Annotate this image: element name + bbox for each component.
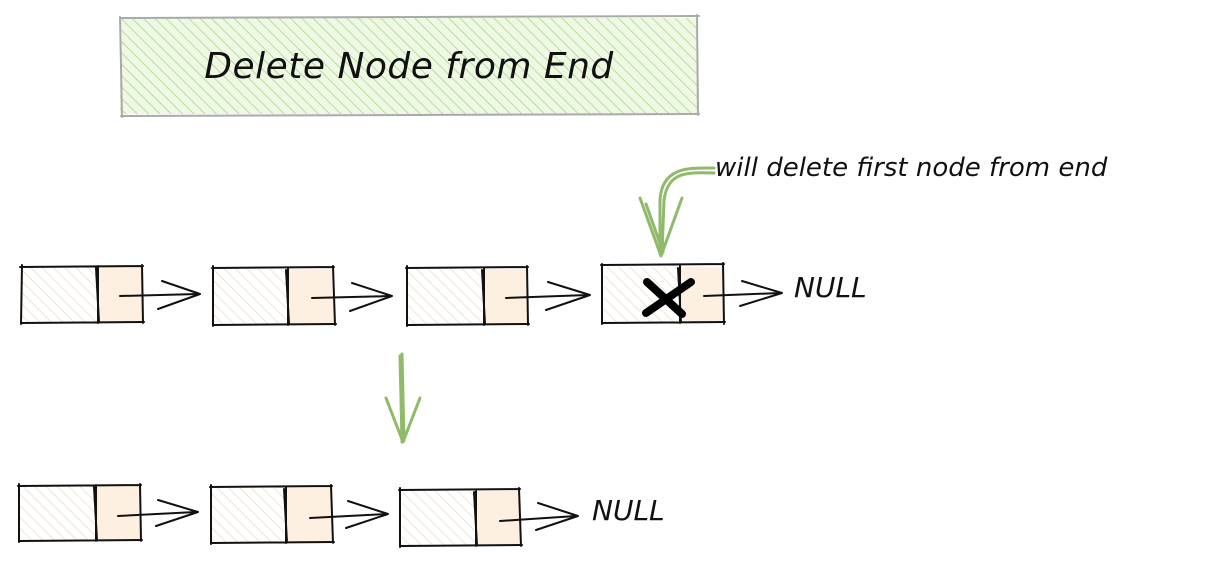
list-node xyxy=(405,265,530,327)
annotation-arrow xyxy=(638,166,716,258)
pointer-arrow xyxy=(505,281,591,311)
diagram-title: Delete Node from End xyxy=(204,46,614,87)
pointer-arrow xyxy=(311,282,393,312)
list-node xyxy=(17,483,143,543)
transition-arrow xyxy=(384,352,422,444)
pointer-arrow xyxy=(499,502,579,531)
list-node-deleted xyxy=(600,262,726,325)
before-list: NULL xyxy=(19,262,867,327)
delete-annotation: will delete first node from end xyxy=(715,153,1108,183)
list-node xyxy=(209,484,335,545)
pointer-arrow xyxy=(119,280,201,310)
list-node xyxy=(19,264,145,325)
pointer-arrow xyxy=(703,280,783,307)
null-label: NULL xyxy=(794,271,867,304)
list-node xyxy=(398,487,523,548)
title-box: Delete Node from End xyxy=(119,14,700,118)
null-label: NULL xyxy=(592,494,665,527)
delete-x-icon xyxy=(642,278,695,318)
pointer-arrow xyxy=(309,500,389,529)
pointer-arrow xyxy=(117,499,199,527)
list-node xyxy=(211,265,337,327)
after-list: NULL xyxy=(17,483,665,548)
